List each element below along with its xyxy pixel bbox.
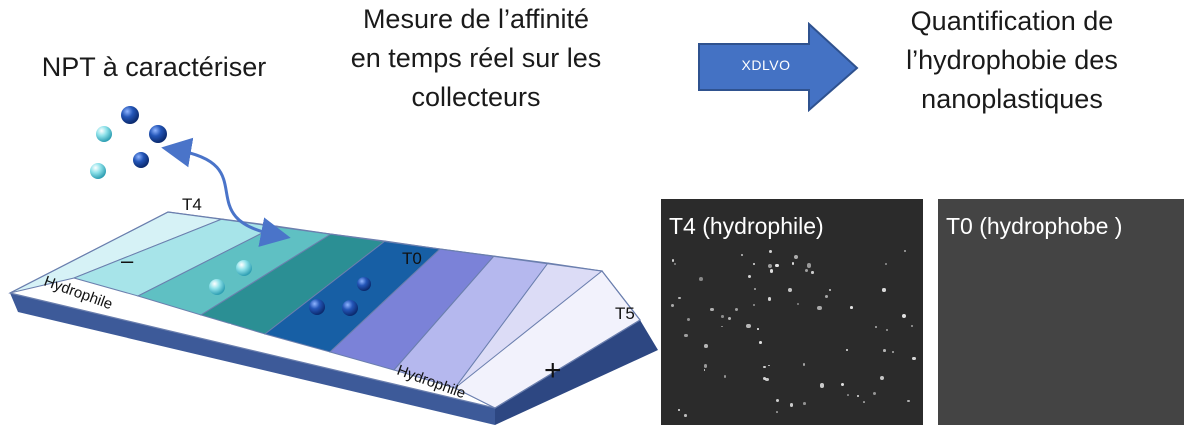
fluorescent-particle bbox=[767, 297, 771, 301]
micrograph-t4-title: T4 (hydrophile) bbox=[669, 213, 824, 239]
fluorescent-particle bbox=[802, 363, 806, 366]
fluorescent-particle bbox=[746, 323, 751, 328]
particle-dark bbox=[357, 277, 371, 291]
fluorescent-particle bbox=[891, 350, 895, 354]
fluorescent-particle bbox=[709, 307, 714, 312]
fluorescent-particle bbox=[911, 324, 914, 327]
micrograph-t4: T4 (hydrophile) bbox=[661, 199, 923, 425]
fluorescent-particle bbox=[677, 408, 680, 411]
sign-plus: + bbox=[544, 354, 562, 387]
fluorescent-particle bbox=[805, 268, 809, 272]
fluorescent-particle bbox=[863, 401, 866, 404]
marker-t5: T5 bbox=[615, 304, 635, 323]
fluorescent-particle bbox=[768, 250, 772, 254]
fluorescent-particle bbox=[762, 376, 767, 381]
fluorescent-particle bbox=[886, 329, 889, 332]
fluorescent-particle bbox=[734, 307, 738, 311]
interaction-arrow bbox=[161, 137, 291, 247]
fluorescent-particle bbox=[753, 303, 756, 306]
fluorescent-particle bbox=[880, 376, 885, 381]
fluorescent-particle bbox=[720, 325, 723, 328]
fluorescent-particle bbox=[724, 375, 727, 378]
fluorescent-particle bbox=[776, 399, 779, 402]
fluorescent-particle bbox=[807, 263, 812, 268]
fluorescent-particle bbox=[757, 328, 759, 331]
particle-dark bbox=[342, 300, 358, 316]
fluorescent-particle bbox=[776, 411, 778, 414]
fluorescent-particle bbox=[803, 402, 807, 405]
fluorescent-particle bbox=[763, 365, 766, 368]
fluorescent-particle bbox=[683, 414, 687, 418]
particle-light bbox=[96, 126, 112, 142]
fluorescent-particle bbox=[912, 356, 916, 361]
fluorescent-particle bbox=[703, 364, 707, 368]
fluorescent-particle bbox=[703, 369, 706, 371]
fluorescent-particle bbox=[727, 317, 731, 321]
fluorescent-particle bbox=[901, 313, 907, 319]
particle-light bbox=[236, 260, 252, 276]
fluorescent-particle bbox=[788, 288, 792, 292]
fluorescent-particle bbox=[684, 333, 688, 338]
particle-dark bbox=[309, 299, 325, 315]
sign-minus: – bbox=[121, 248, 134, 273]
fluorescent-particle bbox=[904, 250, 907, 253]
fluorescent-particle bbox=[874, 325, 878, 329]
fluorescent-particle bbox=[674, 262, 677, 265]
fluorescent-particle bbox=[885, 263, 887, 265]
strip-front-face bbox=[10, 293, 495, 425]
fluorescent-particle bbox=[849, 306, 853, 310]
fluorescent-particle bbox=[720, 315, 724, 318]
micrograph-t0: T0 (hydrophobe ) bbox=[938, 199, 1184, 425]
fluorescent-particle bbox=[789, 403, 794, 407]
xdlvo-arrow bbox=[698, 22, 859, 112]
strip-right-face bbox=[495, 320, 658, 425]
fluorescent-particle bbox=[796, 302, 800, 305]
fluorescent-particle bbox=[872, 392, 876, 396]
fluorescent-particle bbox=[704, 344, 708, 348]
particle-dark bbox=[149, 125, 167, 143]
fluorescent-particle bbox=[811, 271, 814, 274]
fluorescent-particle bbox=[906, 399, 910, 403]
fluorescent-particle bbox=[768, 364, 770, 367]
fluorescent-particle bbox=[699, 276, 704, 281]
caption-quantification: Quantification de l’hydrophobie des nano… bbox=[906, 6, 1118, 114]
fluorescent-particle bbox=[671, 304, 675, 308]
fluorescent-particle bbox=[817, 305, 822, 311]
fluorescent-particle bbox=[765, 378, 769, 382]
fluorescent-particle bbox=[845, 349, 848, 351]
marker-t0: T0 bbox=[402, 249, 422, 268]
caption-npt: NPT à caractériser bbox=[41, 52, 267, 82]
fluorescent-particle bbox=[819, 383, 825, 388]
fluorescent-particle bbox=[882, 288, 886, 292]
marker-t4: T4 bbox=[182, 195, 202, 214]
fluorescent-particle bbox=[770, 269, 774, 273]
fluorescent-particle bbox=[741, 254, 744, 257]
fluorescent-particle bbox=[775, 264, 779, 268]
fluorescent-particle bbox=[671, 259, 675, 262]
fluorescent-particle bbox=[840, 382, 844, 386]
fluorescent-particle bbox=[753, 288, 756, 290]
fluorescent-particle bbox=[793, 254, 798, 260]
fluorescent-particle bbox=[829, 288, 832, 291]
fluorescent-particle bbox=[824, 294, 829, 299]
fluorescent-particle bbox=[752, 262, 756, 266]
fluorescent-particle bbox=[791, 262, 795, 266]
particle-light bbox=[209, 279, 225, 295]
fluorescent-particle bbox=[856, 394, 859, 398]
fluorescent-particle bbox=[759, 340, 763, 344]
xdlvo-label: XDLVO bbox=[741, 57, 791, 73]
particle-dark bbox=[133, 152, 149, 168]
fluorescent-particle bbox=[883, 348, 886, 352]
collector-strip-illustration: T4 T0 T5 Hydrophile Hydrophobe Hydrophil… bbox=[8, 106, 658, 425]
fluorescent-particle bbox=[747, 275, 751, 279]
fluorescent-particle bbox=[678, 296, 681, 300]
caption-mesure: Mesure de l’affinité en temps réel sur l… bbox=[350, 4, 602, 112]
fluorescent-particle bbox=[768, 263, 772, 268]
particle-dark bbox=[121, 106, 139, 124]
particle-light bbox=[90, 163, 106, 179]
micrograph-t0-title: T0 (hydrophobe ) bbox=[946, 213, 1123, 239]
fluorescent-particle bbox=[686, 317, 690, 321]
strip-top-outline bbox=[8, 211, 641, 409]
fluorescent-particle bbox=[847, 393, 849, 396]
